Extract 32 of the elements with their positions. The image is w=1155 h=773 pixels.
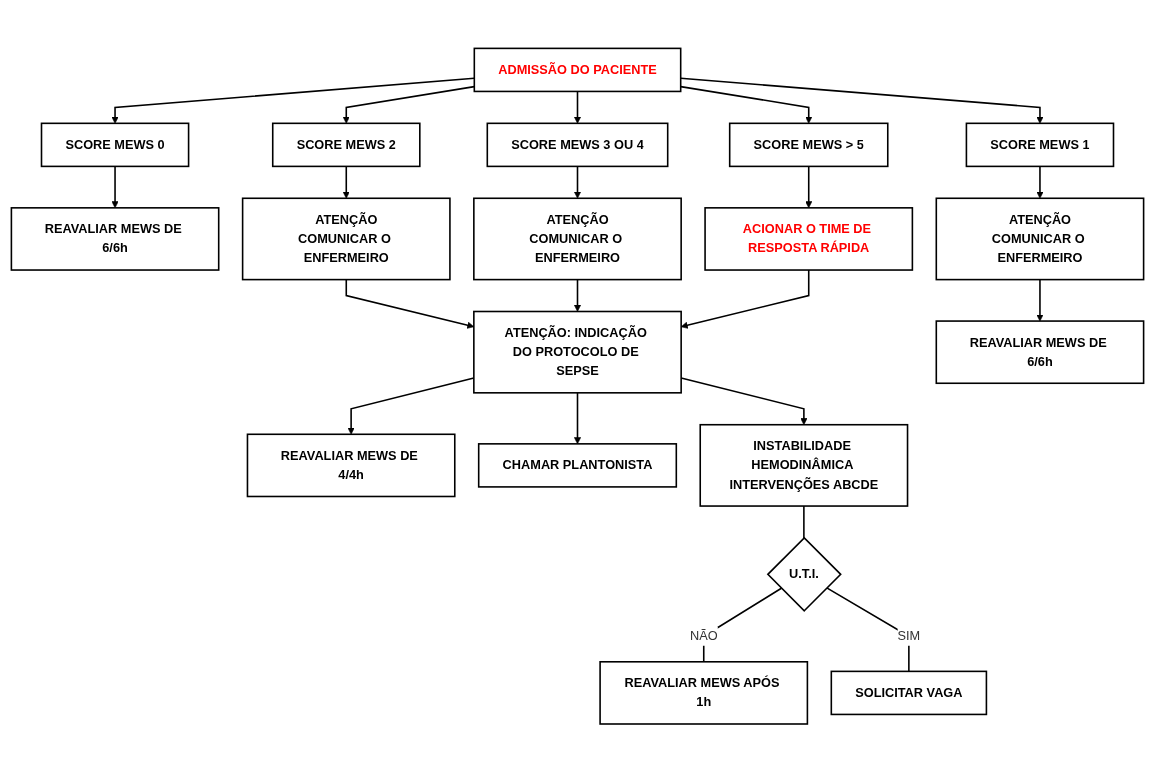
arrow (574, 165, 581, 199)
node-box: ACIONAR O TIME DE RESPOSTA RÁPIDA (704, 207, 914, 272)
node-box: REAVALIAR MEWS DE 6/6h (935, 320, 1145, 385)
node-box: ATENÇÃO COMUNICAR O ENFERMEIRO (241, 197, 451, 281)
node-box: SCORE MEWS 3 OU 4 (486, 122, 669, 168)
arrow (342, 165, 350, 199)
node-box: ATENÇÃO: INDICAÇÃO DO PROTOCOLO DE SEPSE (473, 311, 682, 394)
node-box: ATENÇÃO COMUNICAR O ENFERMEIRO (473, 197, 682, 281)
node-box: INSTABILIDADE HEMODINÂMICA INTERVENÇÕES ABCDE (699, 424, 909, 508)
arrow (574, 90, 581, 124)
node-box: SCORE MEWS 2 (271, 122, 421, 168)
arrow (1036, 279, 1044, 322)
edge-label: SIM (897, 629, 921, 643)
node-box: SCORE MEWS > 5 (728, 122, 889, 168)
node-box: CHAMAR PLANTONISTA (477, 443, 678, 489)
connector (826, 587, 910, 673)
arrow (574, 279, 581, 313)
node-box: ATENÇÃO COMUNICAR O ENFERMEIRO (935, 197, 1145, 281)
node-box: SCORE MEWS 0 (40, 122, 190, 168)
connector (803, 505, 805, 540)
node-box: REAVALIAR MEWS DE 4/4h (246, 433, 456, 498)
arrow (805, 165, 813, 209)
arrow (574, 392, 581, 445)
node-box: REAVALIAR MEWS APÓS 1h (599, 661, 809, 726)
arrow (111, 165, 119, 209)
node-box: SCORE MEWS 1 (965, 122, 1115, 168)
edge-label: NÃO (689, 629, 718, 643)
node-diamond: U.T.I. (766, 537, 842, 613)
node-box: REAVALIAR MEWS DE 6/6h (10, 207, 220, 272)
arrow (1036, 165, 1044, 199)
node-box: SOLICITAR VAGA (830, 670, 988, 716)
node-box: ADMISSÃO DO PACIENTE (473, 47, 682, 93)
